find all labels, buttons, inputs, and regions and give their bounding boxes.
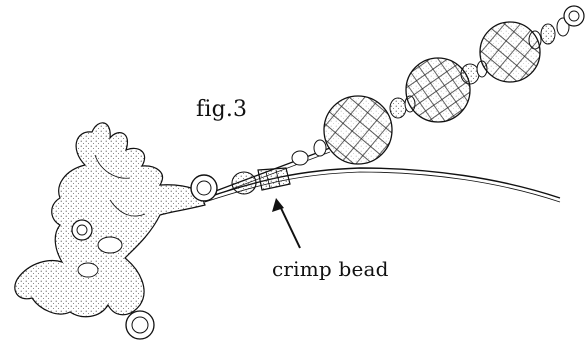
bead-strand (314, 6, 584, 164)
small-bead-1 (232, 172, 256, 194)
clasp-charm (15, 123, 217, 339)
beading-wire (205, 148, 560, 202)
crimp-bead (258, 168, 290, 190)
small-bead-2 (292, 151, 308, 165)
figure-label: fig.3 (196, 97, 247, 122)
crimp-bead-label: crimp bead (272, 257, 389, 281)
crimp-bead-group (232, 151, 308, 194)
arrow-up-left-icon (272, 198, 300, 248)
